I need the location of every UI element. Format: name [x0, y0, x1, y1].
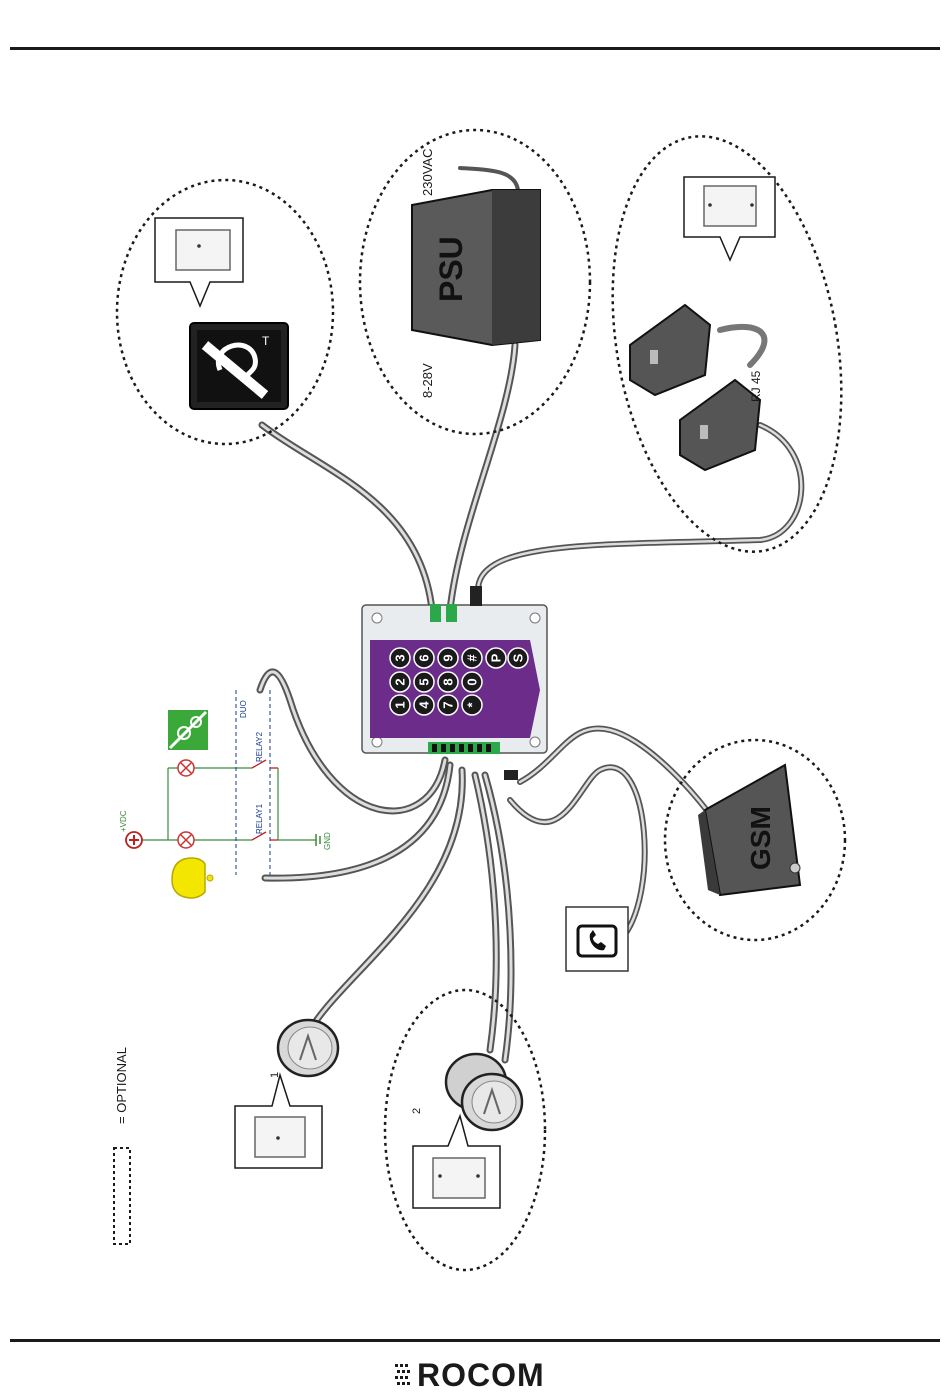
push-button-1-label: 1 — [269, 1072, 281, 1078]
lamp-icons — [178, 760, 194, 848]
svg-text:P: P — [489, 653, 504, 662]
svg-text:T: T — [262, 334, 270, 348]
svg-text:8: 8 — [441, 678, 456, 685]
optional-legend-label: = OPTIONAL — [114, 1047, 129, 1124]
optional-legend-box — [114, 1148, 130, 1244]
relay1-label: RELAY1 — [255, 803, 264, 834]
gsm-unit: GSM — [698, 765, 800, 895]
brand-name: ROCOM — [417, 1357, 545, 1394]
keypad-key-S: S — [508, 648, 528, 668]
push-button-1 — [278, 1020, 338, 1076]
keypad-key-6: 6 — [414, 648, 434, 668]
svg-text:5: 5 — [417, 678, 432, 685]
induction-loop-callout — [155, 218, 243, 306]
svg-text:7: 7 — [441, 701, 456, 708]
svg-text:3: 3 — [393, 654, 408, 661]
vdc-label: +VDC — [119, 810, 128, 832]
keypad-key-1: 1 — [390, 695, 410, 715]
green-door-icon — [168, 710, 208, 750]
rj45-module-2 — [680, 380, 760, 470]
keypad-key-0: 0 — [462, 672, 482, 692]
gsm-label: GSM — [745, 806, 776, 870]
svg-text:1: 1 — [393, 701, 408, 708]
svg-text:#: # — [465, 654, 480, 662]
svg-text:0: 0 — [465, 678, 480, 685]
gnd-label: GND — [323, 832, 332, 850]
double-button-region — [385, 990, 545, 1270]
brand-mark-icon — [395, 1362, 413, 1388]
keypad-key-3: 3 — [390, 648, 410, 668]
push-button-2-label: 2 — [411, 1108, 423, 1114]
psu-output-label: 8-28V — [420, 363, 435, 398]
psu-input-label: 230VAC — [420, 149, 435, 196]
keypad-key-7: 7 — [438, 695, 458, 715]
svg-text:S: S — [511, 653, 526, 662]
relay2-label: RELAY2 — [255, 731, 264, 762]
keypad-key-4: 4 — [414, 695, 434, 715]
psu-unit: PSU — [412, 190, 540, 345]
ground-icon — [316, 834, 320, 846]
keypad-key-8: 8 — [438, 672, 458, 692]
svg-text:9: 9 — [441, 654, 456, 661]
induction-loop-module: T — [190, 323, 288, 409]
rj45-module-1 — [630, 305, 710, 395]
push-button-2b — [462, 1074, 522, 1130]
keypad-key-P: P — [486, 648, 506, 668]
keypad-key-*: * — [462, 695, 482, 715]
relay-schematic — [140, 768, 316, 840]
keypad-key-9: 9 — [438, 648, 458, 668]
keypad-key-2: 2 — [390, 672, 410, 692]
svg-text:6: 6 — [417, 654, 432, 661]
power-plus-icon — [126, 832, 142, 848]
push-button-1-callout — [235, 1075, 322, 1168]
keypad-key-#: # — [462, 648, 482, 668]
phone-icon — [566, 907, 628, 971]
psu-label: PSU — [433, 236, 469, 302]
duo-label: DUO — [239, 700, 248, 718]
brand-logo: ROCOM — [395, 1358, 545, 1392]
svg-text:2: 2 — [393, 678, 408, 685]
keypad-key-5: 5 — [414, 672, 434, 692]
svg-text:4: 4 — [417, 701, 432, 709]
rj45-label: RJ 45 — [749, 370, 763, 402]
rj45-callout — [684, 177, 775, 260]
bell-icon — [172, 858, 213, 898]
